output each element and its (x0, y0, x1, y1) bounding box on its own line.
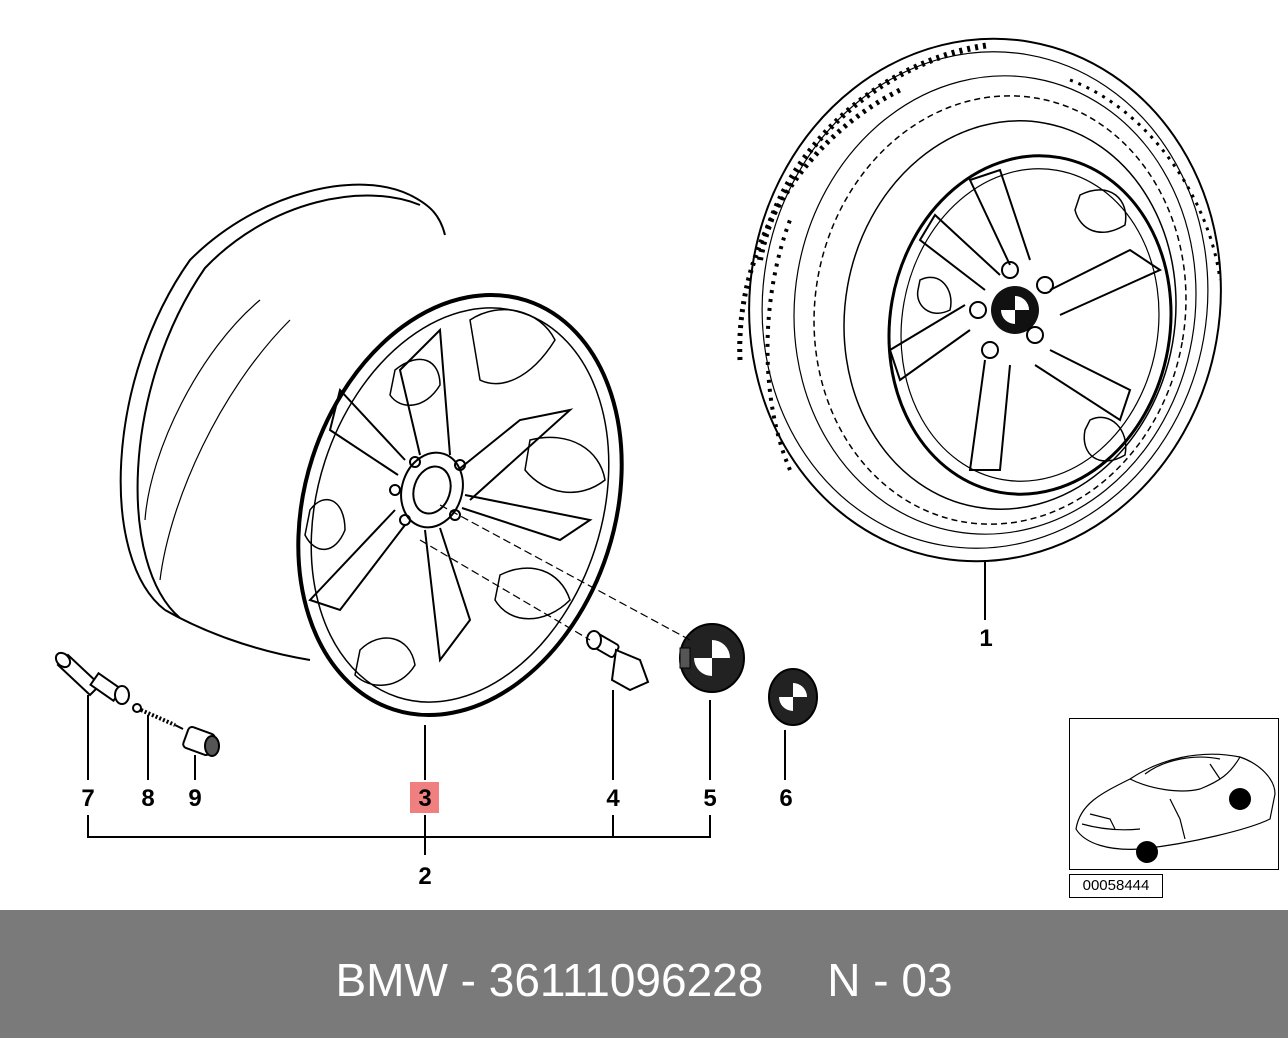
callout-7: 7 (81, 785, 94, 812)
footer-brand: BMW (335, 954, 448, 1006)
diagram-reference-code: 00058444 (1069, 874, 1163, 898)
diagram-drawing: 1 2 3 4 5 6 7 8 9 (54, 37, 1222, 890)
callout-6: 6 (779, 785, 792, 812)
hub-cap-drawing (679, 623, 745, 693)
wheel-bolt-drawing (586, 630, 650, 692)
callout-1: 1 (979, 625, 992, 652)
valve-core-drawing (132, 703, 184, 730)
callout-4: 4 (606, 785, 620, 812)
highlighted-callout-box (410, 782, 439, 813)
alloy-rim-drawing (119, 183, 624, 718)
callout-3: 3 (418, 785, 431, 812)
callout-2: 2 (418, 863, 431, 890)
assembly-lines (419, 504, 691, 641)
car-outline-icon (1075, 753, 1276, 863)
footer-part-number: 36111096228 (488, 954, 764, 1006)
emblem-drawing (768, 668, 818, 726)
vehicle-reference-thumbnail (1069, 718, 1279, 870)
callout-9: 9 (188, 785, 201, 812)
valve-cap-drawing (182, 726, 220, 757)
footer-position-code: N - 03 (827, 954, 953, 1006)
callout-5: 5 (703, 785, 716, 812)
callout-8: 8 (141, 785, 154, 812)
wheel-hub-emblem (969, 261, 1054, 359)
tyre-valve-drawing (54, 651, 130, 705)
parts-diagram: 1 2 3 4 5 6 7 8 9 00058444 (54, 37, 1279, 898)
footer-separator: - (447, 954, 489, 1006)
complete-wheel-drawing (737, 37, 1222, 563)
footer-caption: BMW - 36111096228 N - 03 (0, 910, 1288, 1038)
leader-lines (87, 560, 986, 855)
part-info-footer: BMW - 36111096228 N - 03 (0, 910, 1288, 1038)
